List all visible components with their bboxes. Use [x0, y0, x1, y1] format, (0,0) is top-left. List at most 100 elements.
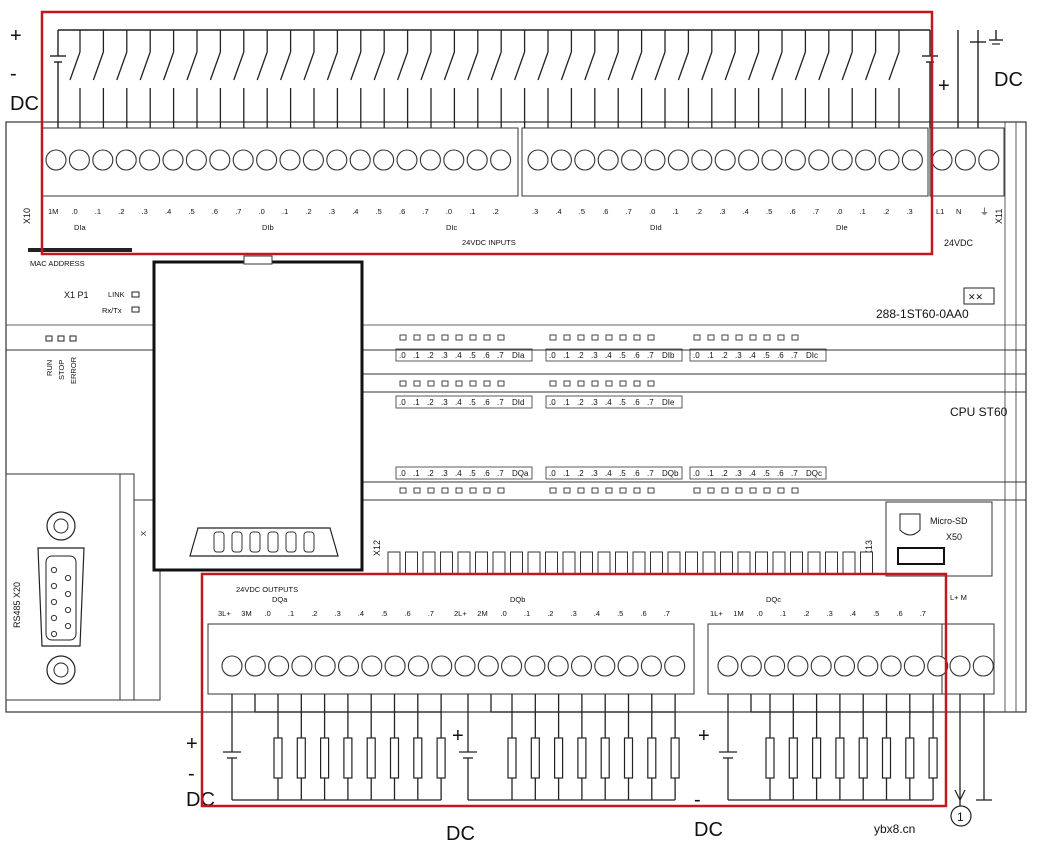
led-digit-label: .3	[441, 469, 448, 478]
terminal-screw	[244, 655, 266, 677]
led-digit-label: .2	[577, 351, 584, 360]
terminal-screw	[594, 655, 616, 677]
terminal-screw	[314, 655, 336, 677]
cpu-name: CPU ST60	[950, 405, 1008, 419]
terminal-screw	[764, 655, 786, 677]
led-digit-label: .4	[455, 351, 462, 360]
input-group-label: DIe	[836, 223, 848, 232]
dqa-label: DQa	[272, 595, 288, 604]
bottom-minus-label: -	[188, 763, 195, 785]
ce-mark-text: ✕✕	[968, 292, 983, 302]
output-terminal-label: .2	[311, 609, 317, 618]
led-digit-label: .0	[549, 351, 556, 360]
led-digit-label: .4	[605, 351, 612, 360]
link-label: LINK	[108, 290, 125, 299]
led-digit-label: .6	[777, 469, 784, 478]
load-resistor	[366, 737, 376, 779]
input-terminal-label: .3	[906, 207, 912, 216]
bottom-dc-1: DC	[186, 789, 215, 811]
input-terminal-label: .7	[626, 207, 632, 216]
input-terminal-label: .5	[188, 207, 194, 216]
output-terminal-label: .4	[850, 609, 856, 618]
rxtx-led	[131, 306, 140, 313]
terminal-screw	[477, 655, 499, 677]
output-terminal-label: .5	[873, 609, 879, 618]
terminal-screw	[855, 149, 877, 171]
terminal-screw	[664, 655, 686, 677]
terminal-screw	[833, 655, 856, 677]
led-digit-label: .0	[399, 398, 406, 407]
led-digit-label: .3	[591, 351, 598, 360]
top-dc-left-label: DC	[10, 93, 39, 115]
microsd-label: Micro-SD	[930, 516, 968, 526]
output-terminal-label: .2	[547, 609, 553, 618]
input-terminal-label: .2	[883, 207, 889, 216]
terminal-screw	[490, 149, 512, 171]
load-resistor	[320, 737, 330, 779]
output-terminal-label: .3	[335, 609, 341, 618]
led-digit-label: .1	[563, 469, 570, 478]
mac-address-label: MAC ADDRESS	[30, 259, 85, 268]
output-terminal-label: .1	[524, 609, 530, 618]
led-digit-label: .2	[721, 469, 728, 478]
output-terminal-label: 3M	[241, 609, 251, 618]
output-terminal-label: 2M	[477, 609, 487, 618]
terminal-screw	[949, 655, 971, 677]
led-digit-label: .1	[413, 351, 420, 360]
input-terminal-label: .6	[789, 207, 795, 216]
input-terminal-label: .2	[696, 207, 702, 216]
led-digit-label: .5	[469, 469, 476, 478]
inputs-title: 24VDC INPUTS	[462, 238, 516, 247]
load-resistor	[600, 737, 610, 779]
terminal-screw	[302, 149, 324, 171]
led-group-label: DIe	[662, 398, 675, 407]
led-digit-label: .1	[707, 351, 714, 360]
dqc-label: DQc	[766, 595, 781, 604]
terminal-screw	[68, 149, 90, 171]
input-terminal-block	[41, 127, 1005, 197]
led-digit-label: .5	[619, 351, 626, 360]
top-minus-label: -	[10, 63, 17, 85]
input-terminal-label: .1	[95, 207, 101, 216]
terminal-screw	[279, 149, 301, 171]
input-terminal-label: .4	[352, 207, 358, 216]
terminal-screw	[466, 149, 488, 171]
led-group-label: DQa	[512, 469, 529, 478]
terminal-screw	[337, 655, 360, 677]
terminal-screw	[954, 149, 976, 171]
output-terminal-label: .3	[571, 609, 577, 618]
terminal-screw	[256, 149, 278, 171]
x50-label: X50	[946, 532, 962, 542]
output-terminal-label: 1L+	[710, 609, 723, 618]
led-digit-label: .0	[549, 398, 556, 407]
supply-terminal-l1: L1	[936, 207, 944, 216]
input-terminal-label: .1	[469, 207, 475, 216]
led-digit-label: .2	[577, 398, 584, 407]
input-group-label: DIb	[262, 223, 274, 232]
x10-label: X10	[22, 208, 32, 224]
dqb-label: DQb	[510, 595, 525, 604]
led-digit-label: .7	[791, 351, 798, 360]
run-label: RUN	[45, 360, 54, 376]
load-resistor	[858, 737, 868, 779]
mac-bar	[28, 248, 132, 252]
input-terminal-label: .6	[212, 207, 218, 216]
output-terminal-label: .7	[428, 609, 434, 618]
input-terminal-label: .1	[672, 207, 678, 216]
terminal-screw	[209, 149, 231, 171]
led-digit-label: .3	[735, 469, 742, 478]
led-digit-label: .2	[577, 469, 584, 478]
terminal-screw	[903, 655, 925, 677]
terminal-screw	[361, 655, 383, 677]
led-digit-label: .7	[647, 398, 654, 407]
x13-label: X13	[864, 540, 874, 556]
led-digit-label: .2	[427, 398, 434, 407]
led-digit-label: .3	[735, 351, 742, 360]
led-digit-label: .6	[633, 351, 640, 360]
input-terminal-label: .7	[813, 207, 819, 216]
led-digit-label: .6	[633, 469, 640, 478]
terminal-screw	[550, 149, 572, 171]
note-marker	[950, 805, 972, 827]
load-resistor	[296, 737, 306, 779]
